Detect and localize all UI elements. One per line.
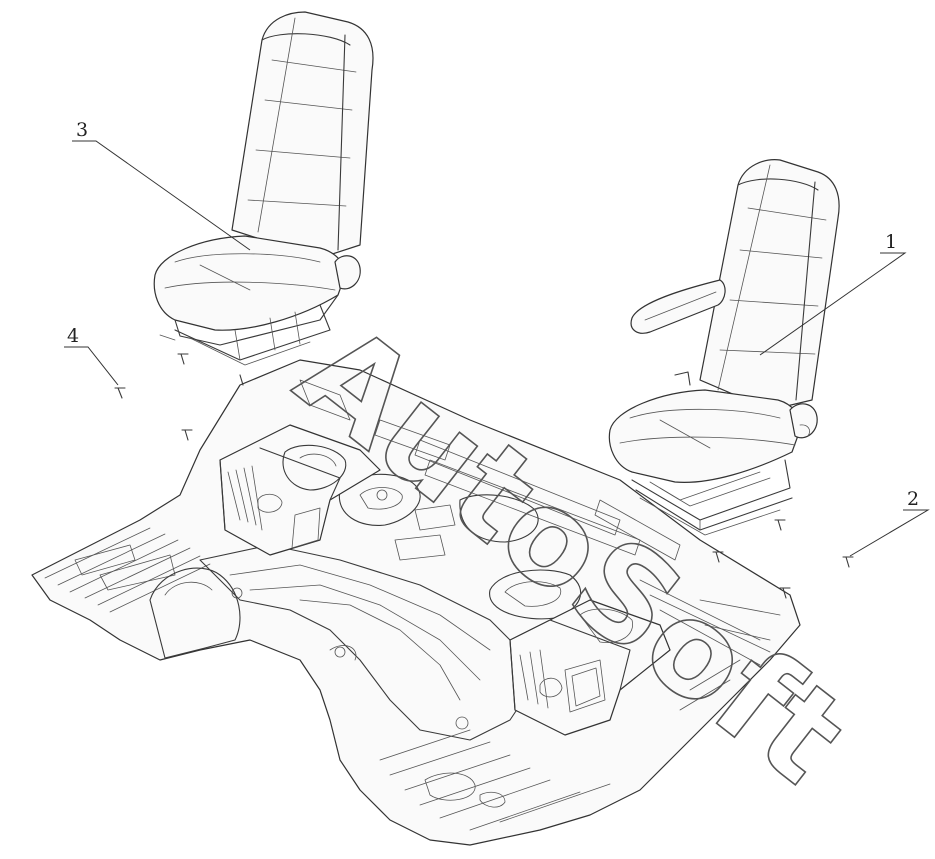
seat-left <box>153 11 374 366</box>
right-seat-pedestal <box>509 599 671 736</box>
left-seat-pedestal <box>219 424 381 556</box>
callout-2: 2 <box>907 488 919 510</box>
callout-3: 3 <box>76 119 88 141</box>
bolt-fasteners <box>114 353 854 599</box>
callout-leaders <box>64 140 930 557</box>
callout-4: 4 <box>67 325 79 347</box>
seat-right <box>608 159 840 536</box>
callout-1: 1 <box>885 231 897 253</box>
